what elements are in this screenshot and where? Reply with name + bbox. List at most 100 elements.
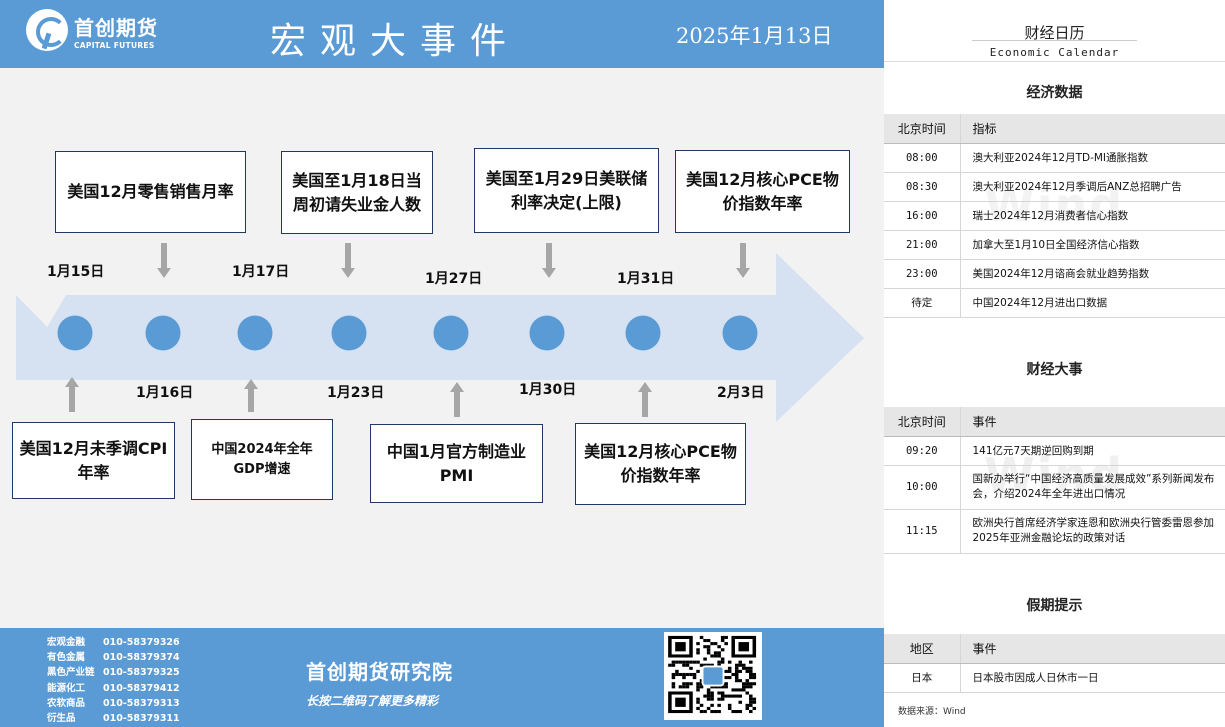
macro-events-panel: 首创期货 CAPITAL FUTURES 宏观大事件 2025年1月13日 美国… (0, 0, 884, 727)
contact-row: 能源化工 010-58379412 (47, 680, 180, 694)
table-header-row: 北京时间 事件 (884, 407, 1225, 437)
col-item-header: 指标 (960, 114, 1225, 144)
contact-phone: 010-58379313 (103, 698, 180, 709)
col-time-header: 北京时间 (884, 407, 961, 437)
row-time: 23:00 (884, 259, 961, 289)
event-text: 美国至1月18日当周初请失业金人数 (292, 170, 422, 214)
pointer-arrow-icon-3 (542, 243, 556, 278)
timeline-dot-3 (237, 315, 273, 351)
row-time: 待定 (884, 288, 961, 318)
row-time: 08:30 (884, 172, 961, 202)
title-divider (972, 40, 1137, 41)
institute-name: 首创期货研究院 (306, 660, 453, 684)
finance-events-title: 财经大事 (1026, 362, 1083, 378)
row-time: 08:00 (884, 143, 961, 173)
contact-phone: 010-58379412 (103, 683, 180, 694)
event-box-top-2: 美国至1月18日当周初请失业金人数 (281, 151, 433, 234)
data-source-note: 数据来源：Wind (898, 707, 966, 717)
holiday-title: 假期提示 (1026, 598, 1083, 614)
row-time: 09:20 (884, 436, 961, 466)
contact-row: 农软商品 010-58379313 (47, 695, 180, 709)
row-time: 10:00 (884, 465, 961, 510)
date-label-bottom-3: 1月30日 (519, 382, 577, 398)
contact-dept: 有色金属 (47, 652, 86, 663)
contact-phone: 010-58379374 (103, 652, 180, 663)
contact-dept: 黑色产业链 (47, 667, 95, 678)
pointer-arrow-icon-4 (736, 243, 750, 278)
table-row: 日本日本股市因成人日休市一日 (884, 663, 1225, 693)
contact-phone: 010-58379311 (103, 713, 180, 724)
pointer-arrow-icon-7 (450, 382, 464, 417)
timeline-dot-4 (331, 315, 367, 351)
event-text: 美国12月核心PCE物价指数年率 (584, 442, 737, 485)
pointer-arrow-icon-1 (157, 243, 171, 278)
col-item-header: 事件 (960, 634, 1225, 664)
col-item-header: 事件 (960, 407, 1225, 437)
event-box-bottom-3: 中国1月官方制造业PMI (370, 424, 543, 503)
event-text: 美国12月核心PCE物价指数年率 (686, 169, 839, 213)
header-bar: 首创期货 CAPITAL FUTURES 宏观大事件 2025年1月13日 (0, 0, 884, 68)
pointer-arrow-icon-2 (341, 243, 355, 278)
contact-dept: 衍生品 (47, 713, 76, 724)
event-box-bottom-2: 中国2024年全年GDP增速 (191, 419, 333, 500)
logo-english-text: CAPITAL FUTURES (74, 41, 155, 50)
event-box-top-3: 美国至1月29日美联储利率决定(上限) (474, 148, 659, 233)
pointer-arrow-icon-6 (244, 379, 258, 412)
qr-code-icon[interactable] (664, 632, 762, 720)
capital-futures-logo-icon (26, 9, 68, 51)
calendar-title: 财经日历 (1024, 24, 1085, 42)
pointer-arrow-icon-8 (638, 382, 652, 417)
row-item: 瑞士2024年12月消费者信心指数 (960, 201, 1225, 231)
timeline-dot-2 (145, 315, 181, 351)
row-item: 美国2024年12月谘商会就业趋势指数 (960, 259, 1225, 289)
event-box-bottom-4: 美国12月核心PCE物价指数年率 (575, 423, 746, 505)
row-item: 141亿元7天期逆回购到期 (960, 436, 1225, 466)
timeline-dot-1 (57, 315, 93, 351)
date-label-top-1: 1月15日 (47, 264, 105, 280)
page-title: 宏观大事件 (270, 21, 521, 62)
contact-dept: 宏观金融 (47, 637, 86, 648)
event-text: 美国至1月29日美联储利率决定(上限) (485, 168, 648, 212)
row-region: 日本 (884, 663, 961, 693)
timeline-dot-5 (433, 315, 469, 351)
event-box-top-4: 美国12月核心PCE物价指数年率 (675, 150, 850, 233)
table-row: 待定中国2024年12月进出口数据 (884, 288, 1225, 318)
row-time: 21:00 (884, 230, 961, 260)
date-label-bottom-1: 1月16日 (136, 385, 194, 401)
timeline-arrow-tail (16, 295, 58, 380)
event-text: 美国12月未季调CPI年率 (19, 438, 168, 482)
date-label-top-3: 1月27日 (425, 271, 483, 287)
qr-slogan: 长按二维码了解更多精彩 (306, 694, 439, 708)
event-text: 中国1月官方制造业PMI (386, 441, 527, 485)
row-item: 国新办举行“中国经济高质量发展成效”系列新闻发布会，介绍2024年全年进出口情况 (960, 465, 1225, 510)
contact-dept: 能源化工 (47, 683, 86, 694)
date-label-bottom-4: 2月3日 (717, 385, 765, 401)
table-header-row: 地区 事件 (884, 634, 1225, 664)
row-item: 加拿大至1月10日全国经济信心指数 (960, 230, 1225, 260)
logo-text: 首创期货 (74, 16, 158, 40)
timeline-dot-6 (529, 315, 565, 351)
timeline-graphic (16, 243, 864, 422)
date-label-top-4: 1月31日 (617, 271, 675, 287)
economic-calendar-panel: 财经日历 Economic Calendar Wind Wind 经济数据 北京… (884, 0, 1225, 727)
event-text: 美国12月零售销售月率 (67, 182, 234, 201)
calendar-subtitle: Economic Calendar (989, 46, 1120, 59)
holiday-table: 地区 事件 日本日本股市因成人日休市一日 (884, 634, 1225, 693)
row-time: 11:15 (884, 509, 961, 554)
contact-row: 宏观金融 010-58379326 (47, 634, 180, 648)
contact-dept: 农软商品 (47, 698, 86, 709)
contact-row: 有色金属 010-58379374 (47, 649, 180, 663)
contact-phone: 010-58379326 (103, 637, 180, 648)
contact-row: 衍生品 010-58379311 (47, 710, 180, 724)
